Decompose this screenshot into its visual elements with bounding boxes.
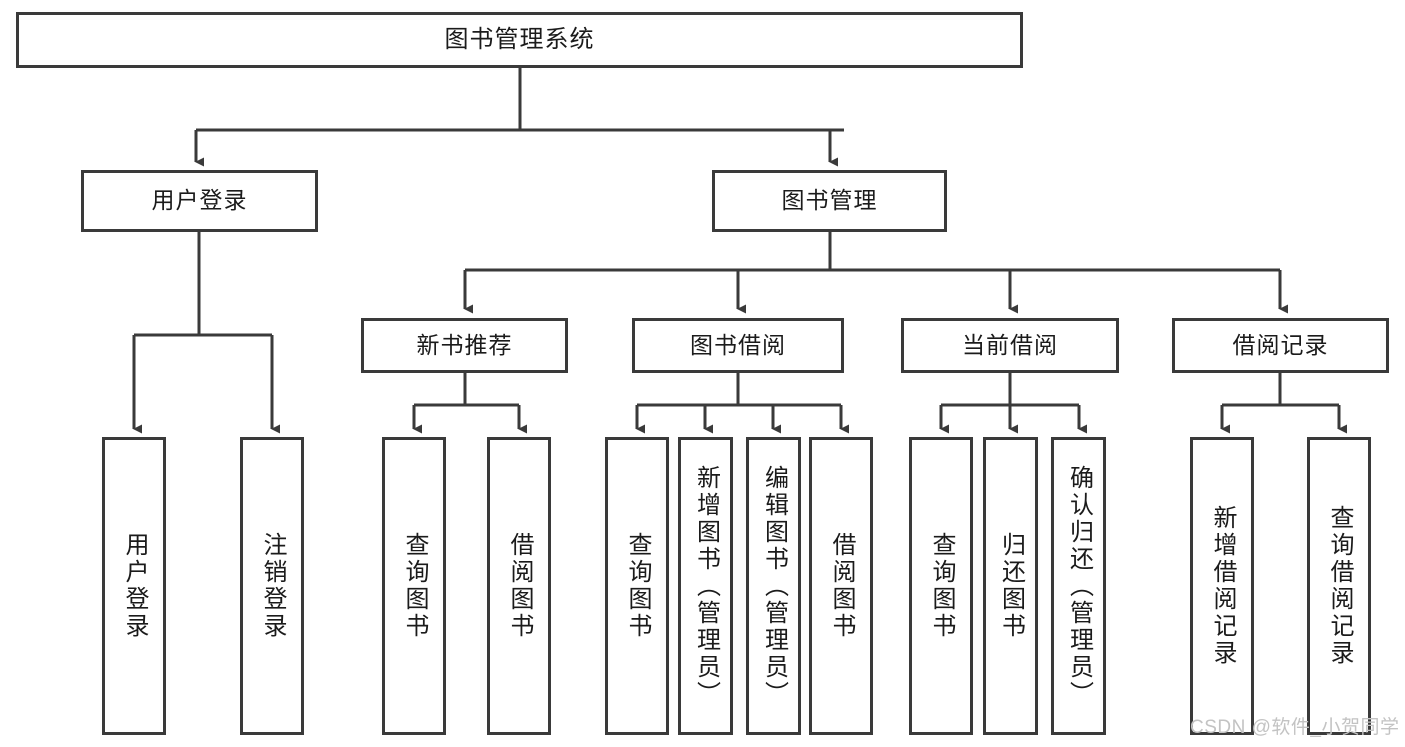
node-book-borrow[interactable]: 图书借阅 [632, 318, 844, 373]
node-root-label: 图书管理系统 [444, 25, 595, 53]
leaf-new-book-2-label: 借阅图书 [506, 532, 533, 640]
node-user-login-label: 用户登录 [151, 187, 248, 214]
csdn-watermark: CSDN @软件_小贺同学 [1190, 717, 1400, 738]
node-user-login[interactable]: 用户登录 [81, 170, 318, 232]
leaf-current-borrow-1-label: 查询图书 [928, 532, 955, 640]
leaf-current-borrow-3[interactable]: 确认归还（管理员） [1051, 437, 1106, 735]
node-book-manage[interactable]: 图书管理 [712, 170, 947, 232]
leaf-current-borrow-1[interactable]: 查询图书 [909, 437, 973, 735]
leaf-current-borrow-2[interactable]: 归还图书 [983, 437, 1038, 735]
node-book-borrow-label: 图书借阅 [690, 331, 786, 358]
leaf-book-borrow-2[interactable]: 新增图书（管理员） [678, 437, 733, 735]
node-book-manage-label: 图书管理 [781, 187, 878, 214]
leaf-book-borrow-4-label: 借阅图书 [828, 532, 855, 640]
leaf-borrow-record-2-label: 查询借阅记录 [1326, 505, 1353, 667]
leaf-borrow-record-2[interactable]: 查询借阅记录 [1307, 437, 1371, 735]
leaf-new-book-2[interactable]: 借阅图书 [487, 437, 551, 735]
node-borrow-record[interactable]: 借阅记录 [1172, 318, 1389, 373]
node-new-book-recommend[interactable]: 新书推荐 [361, 318, 568, 373]
node-root[interactable]: 图书管理系统 [16, 12, 1023, 68]
node-borrow-record-label: 借阅记录 [1232, 331, 1329, 358]
leaf-book-borrow-3-label: 编辑图书（管理员） [760, 464, 788, 708]
node-current-borrow-label: 当前借阅 [962, 331, 1058, 358]
node-current-borrow[interactable]: 当前借阅 [901, 318, 1119, 373]
leaf-book-borrow-2-label: 新增图书（管理员） [692, 464, 720, 708]
leaf-user-login-1[interactable]: 用户登录 [102, 437, 166, 735]
leaf-current-borrow-2-label: 归还图书 [997, 532, 1025, 640]
node-new-book-recommend-label: 新书推荐 [416, 331, 513, 358]
leaf-book-borrow-1[interactable]: 查询图书 [605, 437, 669, 735]
leaf-borrow-record-1[interactable]: 新增借阅记录 [1190, 437, 1254, 735]
leaf-book-borrow-4[interactable]: 借阅图书 [809, 437, 873, 735]
leaf-user-login-1-label: 用户登录 [121, 532, 148, 640]
leaf-current-borrow-3-label: 确认归还（管理员） [1065, 464, 1093, 708]
leaf-user-login-2-label: 注销登录 [259, 532, 286, 640]
leaf-borrow-record-1-label: 新增借阅记录 [1209, 505, 1236, 667]
leaf-user-login-2[interactable]: 注销登录 [240, 437, 304, 735]
leaf-book-borrow-3[interactable]: 编辑图书（管理员） [746, 437, 801, 735]
leaf-new-book-1-label: 查询图书 [401, 532, 428, 640]
leaf-book-borrow-1-label: 查询图书 [624, 532, 651, 640]
leaf-new-book-1[interactable]: 查询图书 [382, 437, 446, 735]
